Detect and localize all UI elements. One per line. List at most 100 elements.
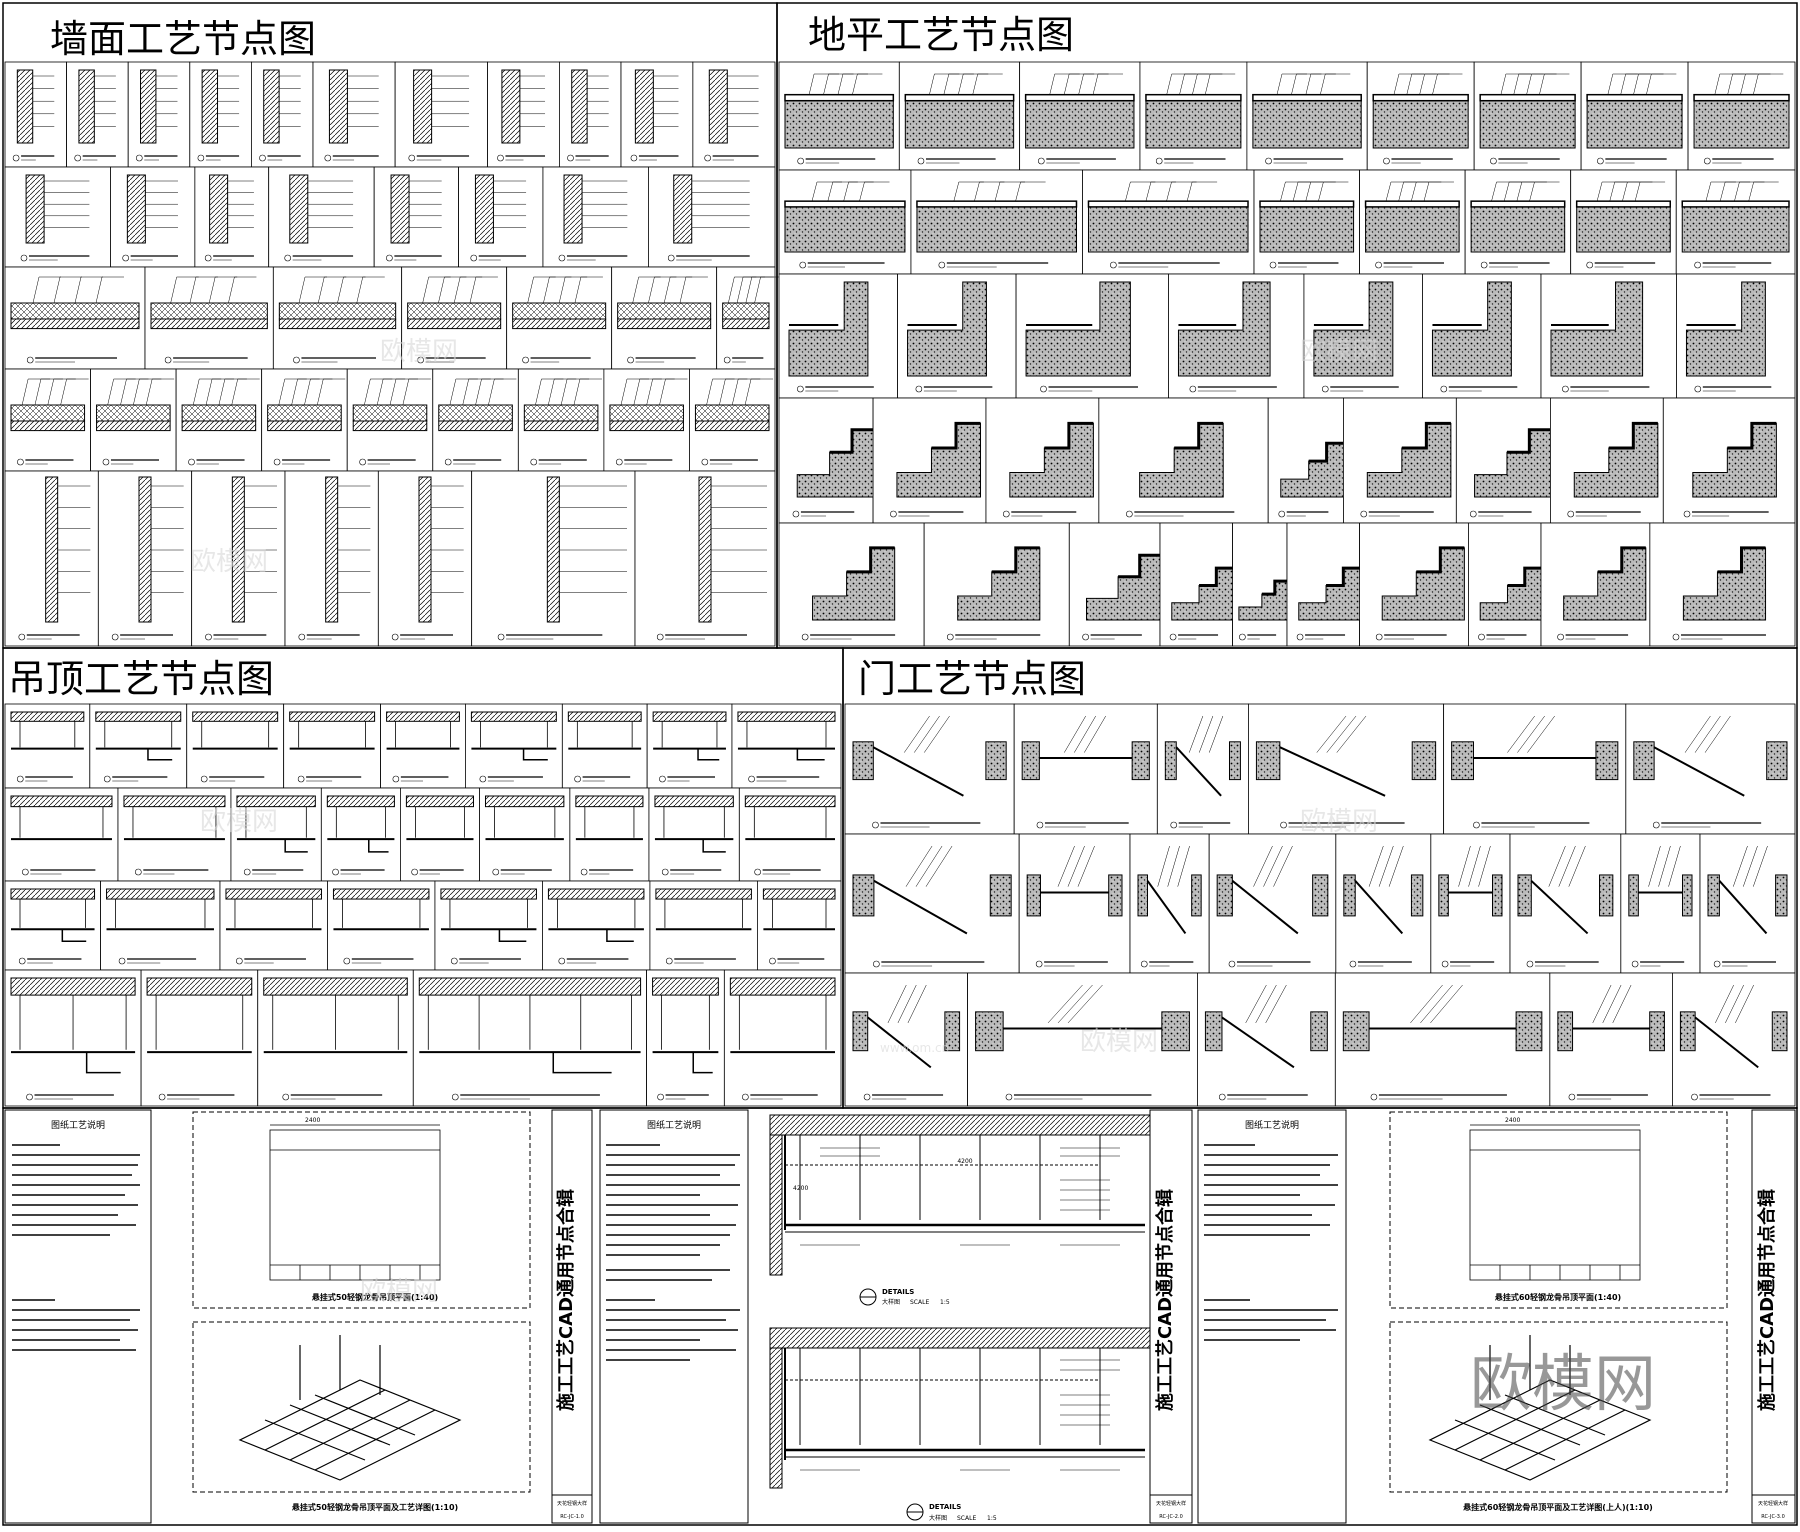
detail-cell (1248, 703, 1445, 835)
notes-title: 图纸工艺说明 (647, 1119, 701, 1131)
section-titles: 墙面工艺节点图 地平工艺节点图 吊顶工艺节点图 门工艺节点图 (8, 13, 1086, 701)
detail-cell (471, 470, 636, 647)
detail-cell (1549, 972, 1673, 1107)
detail-cell (373, 166, 459, 268)
side-title: 施工工艺CAD通用节点合辑 (1154, 1189, 1176, 1411)
detail-cell (1509, 833, 1622, 974)
detail-cell (648, 787, 740, 882)
detail-cells (4, 61, 1796, 1107)
detail-cell (1168, 273, 1305, 399)
detail-cell (910, 169, 1083, 275)
iso-grid (238, 1335, 462, 1481)
plan-dim-top: 2400 (305, 1117, 320, 1124)
detail-cell (186, 703, 285, 789)
plan-caption: 悬挂式50轻钢龙骨吊顶平面(1:40) (311, 1292, 438, 1302)
ceiling-plan-grid (1469, 1124, 1641, 1281)
plan-frame (192, 1111, 531, 1309)
detail-cell (1068, 522, 1162, 647)
detail-cell (1013, 703, 1158, 835)
details-tag-upper: DETAILS 大样图 SCALE 1:5 (859, 1288, 950, 1306)
detail-cell (1473, 61, 1582, 171)
detail-cell (257, 969, 414, 1107)
detail-cell (479, 787, 571, 882)
detail-cell (283, 703, 381, 789)
detail-cell (1464, 169, 1572, 275)
detail-cell (844, 833, 1020, 974)
detail-cell (844, 703, 1015, 835)
detail-cell (757, 880, 842, 971)
sheet-number: RC-JC-3.0 (1761, 1514, 1785, 1520)
watermark: 欧模网 (190, 547, 268, 577)
detail-cell (1662, 397, 1796, 524)
detail-cell (1540, 522, 1651, 647)
detail-cell (648, 166, 776, 268)
detail-cell (1540, 273, 1677, 399)
scale-label: SCALE (957, 1515, 976, 1522)
wall-section-title: 墙面工艺节点图 (50, 17, 316, 61)
detail-cell (1129, 833, 1210, 974)
detail-cell (1620, 833, 1701, 974)
detail-cell (1359, 522, 1469, 647)
detail-cell (175, 368, 263, 472)
leader-lines (800, 1359, 1120, 1471)
details-sub: 大样图 (929, 1514, 947, 1522)
detail-cell (723, 969, 842, 1107)
door-section-title: 门工艺节点图 (858, 657, 1086, 701)
detail-cell (985, 397, 1100, 524)
sheet-3: 图纸工艺说明 2400 悬挂式60轻 (1197, 1109, 1796, 1524)
detail-cell (692, 61, 776, 168)
section-detail-upper: 4200 4200 (769, 1114, 1151, 1276)
ceiling-section-title: 吊顶工艺节点图 (8, 657, 274, 701)
title-block-name: 天花轻钢大样 (557, 1500, 587, 1507)
detail-cell (716, 266, 783, 370)
detail-cell (778, 169, 912, 275)
detail-cell (603, 368, 690, 472)
detail-cell (542, 166, 649, 268)
detail-cell (1455, 397, 1553, 524)
dim-span: 4200 (957, 1158, 972, 1165)
detail-cell (1699, 833, 1796, 974)
detail-cell (127, 61, 191, 168)
detail-cell (506, 266, 613, 370)
detail-cell (1343, 397, 1457, 524)
detail-cell (1232, 522, 1289, 647)
iso-frame (1389, 1321, 1728, 1493)
detail-cell (400, 787, 480, 882)
watermark-large: 欧模网 (1470, 1347, 1656, 1420)
sheet-2: 图纸工艺说明 (599, 1109, 1193, 1524)
detail-cell (559, 61, 622, 168)
iso-frame (192, 1321, 531, 1493)
detail-cell (100, 880, 221, 971)
notes-text-lines (1204, 1144, 1338, 1341)
detail-cell (380, 703, 466, 789)
detail-cell (1649, 522, 1796, 647)
detail-cell (4, 266, 146, 370)
detail-caption: 悬挂式50轻钢龙骨吊顶平面及工艺详图(1:10) (291, 1502, 458, 1512)
detail-cell (897, 273, 1017, 399)
details-sub: 大样图 (882, 1298, 900, 1306)
notes-text-lines (606, 1144, 740, 1361)
iso-grid (1428, 1335, 1652, 1481)
detail-cell (4, 61, 67, 168)
detail-cell (4, 703, 91, 789)
detail-cell (401, 266, 508, 370)
scale-value: 1:5 (940, 1299, 950, 1306)
detail-cell (561, 703, 648, 789)
detail-cell (268, 166, 375, 268)
dim-height: 4200 (793, 1185, 808, 1192)
detail-cell (4, 787, 119, 882)
detail-cell (634, 470, 776, 647)
detail-cell (1098, 397, 1269, 524)
detail-cell (284, 470, 379, 647)
detail-cell (4, 880, 101, 971)
details-tag-lower: DETAILS 大样图 SCALE 1:5 (906, 1503, 997, 1522)
detail-cell (394, 61, 488, 168)
detail-cell (144, 266, 274, 370)
title-block (1149, 1494, 1193, 1524)
sheets-frame (2, 1107, 1798, 1526)
detail-cell (1208, 833, 1337, 974)
detail-cell (1334, 972, 1551, 1107)
detail-cell (110, 166, 196, 268)
detail-cell (90, 368, 177, 472)
